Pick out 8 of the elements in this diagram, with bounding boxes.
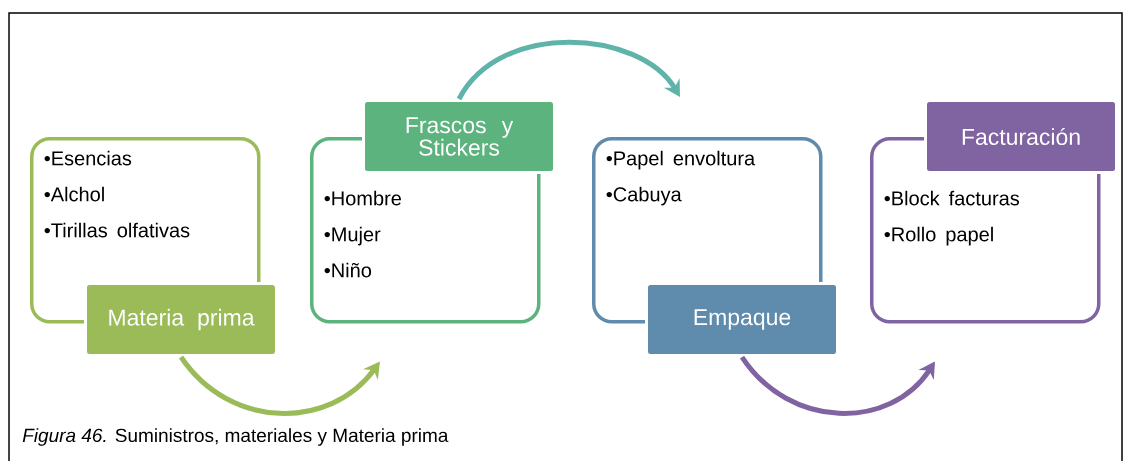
header-tab: Frascos y Stickers [362,99,556,174]
header-tab: Materia prima [84,282,278,357]
caption: Figura 46. Suministros, materiales y Materia prima [22,428,449,446]
curved-arrow [456,39,680,101]
curved-arrow [179,355,380,416]
curved-arrow [740,355,935,416]
header-tab: Empaque [645,282,839,357]
header-tab: Facturación [924,99,1118,174]
